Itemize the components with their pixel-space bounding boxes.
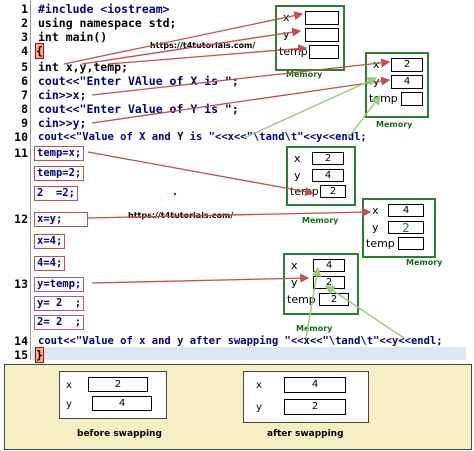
var-label-x: x [291, 259, 298, 272]
memory-label-3: Memory [302, 216, 339, 225]
var-label-y: y [66, 399, 72, 410]
line-number-gutter [30, 0, 31, 360]
arrow-output-swapped-x [305, 266, 322, 339]
arrow-temp-declare [107, 44, 308, 65]
var-label-y: y [291, 276, 298, 289]
memory-label-1: Memory [286, 70, 323, 79]
arrow-temp-eq-x [87, 151, 315, 197]
var-label-y: y [294, 169, 301, 182]
before-swapping-caption: before swapping [77, 429, 162, 439]
stmt-4-eq-4: 4=4; [34, 256, 66, 271]
line-number-1: 1 [21, 2, 28, 16]
line-number-3: 3 [21, 30, 28, 44]
var-label-y: y [372, 221, 379, 234]
arrow-x-eq-y [87, 207, 372, 219]
before-swapping-panel: x 2 y 4 [59, 371, 167, 419]
value-box-x [305, 11, 339, 25]
arrow-y-eq-temp [91, 273, 310, 284]
line-number-7: 7 [21, 88, 28, 102]
value-box-temp: 2 [320, 185, 346, 198]
stmt-x-eq-4: x=4; [34, 234, 66, 249]
after-value-x: 4 [284, 377, 346, 393]
var-label-x: x [294, 152, 301, 165]
line-number-15: 15 [14, 348, 28, 362]
value-box-y: 4 [391, 75, 423, 89]
stmt-temp-eq-2: temp=2; [34, 166, 85, 181]
var-label-y: y [283, 28, 290, 41]
arrow-cin-x [91, 58, 391, 96]
code-line-8: cout<<"Enter Value of Y is "; [38, 102, 239, 116]
code-line-9: cin>>y; [38, 116, 87, 130]
memory-label-2: Memory [376, 120, 413, 129]
arrow-cin-y [91, 76, 391, 124]
arrow-output-y [347, 94, 381, 139]
line-number-11: 11 [14, 146, 28, 160]
stray-dot [173, 192, 177, 196]
stmt-x-eq-y: x=y; [34, 212, 88, 227]
value-box-y [305, 28, 339, 42]
value-box-x: 2 [391, 58, 423, 72]
value-box-temp [398, 237, 424, 250]
code-line-1: #include <iostream> [38, 2, 170, 16]
line-number-6: 6 [21, 74, 28, 88]
code-line-2: using namespace std; [38, 16, 177, 30]
value-box-y: 4 [312, 169, 344, 182]
memory-label-4: Memory [406, 258, 443, 267]
after-value-y: 2 [284, 399, 346, 415]
code-line-3: int main() [38, 30, 108, 44]
var-label-y: y [256, 402, 262, 413]
arrow-output-x [243, 77, 378, 139]
code-line-7: cin>>x; [38, 88, 87, 102]
before-value-y: 4 [92, 396, 152, 411]
memory-block-1: x y temp [275, 5, 345, 71]
code-line-6: cout<<"Enter VAlue of X is "; [38, 74, 239, 88]
line-number-12: 12 [14, 212, 28, 226]
var-label-temp: temp [366, 237, 395, 250]
stmt-2-eq-2-b: 2= 2 ; [34, 315, 85, 330]
line-number-10: 10 [14, 130, 28, 144]
arrow-y-declare [81, 27, 302, 65]
stmt-2-eq-2: 2 =2; [34, 186, 78, 201]
value-box-x: 2 [312, 152, 344, 165]
code-line-4: { [35, 43, 44, 59]
line-15-highlight [32, 347, 466, 360]
stmt-y-eq-temp: y=temp; [34, 277, 85, 292]
var-label-temp: temp [287, 293, 316, 306]
comparison-section: x 2 y 4 before swapping x 4 y 2 after sw… [4, 364, 472, 450]
var-label-x: x [372, 204, 379, 217]
var-label-x: x [66, 380, 72, 391]
value-box-temp [401, 92, 423, 106]
line-number-9: 9 [21, 116, 28, 130]
memory-block-3: x 2 y 4 temp 2 [286, 146, 356, 206]
memory-block-4: x 4 y 2 temp [362, 198, 436, 258]
arrow-x-declare [63, 11, 304, 65]
after-swapping-panel: x 4 y 2 [243, 371, 369, 423]
line-number-4: 4 [21, 44, 28, 58]
stmt-temp-eq-x: temp=x; [34, 146, 85, 161]
value-box-x: 4 [388, 204, 424, 217]
line-number-8: 8 [21, 102, 28, 116]
memory-block-5: x 4 y 2 temp 2 [283, 253, 359, 315]
code-line-15: } [35, 347, 44, 363]
before-value-x: 2 [88, 377, 148, 392]
after-swapping-caption: after swapping [267, 429, 344, 439]
value-box-temp [309, 45, 339, 59]
line-number-13: 13 [14, 277, 28, 291]
arrow-output-swapped-y [324, 285, 405, 339]
line-number-14: 14 [14, 334, 28, 348]
line-number-2: 2 [21, 16, 28, 30]
code-line-10: cout<<"Value of X and Y is "<<x<<"\tand\… [38, 131, 367, 143]
var-label-x: x [256, 380, 262, 391]
memory-label-5: Memory [296, 324, 333, 333]
stmt-y-eq-2: y= 2 ; [34, 296, 85, 311]
var-label-x: x [373, 58, 380, 71]
value-box-y: 2 [388, 221, 424, 234]
line-number-5: 5 [21, 60, 28, 74]
